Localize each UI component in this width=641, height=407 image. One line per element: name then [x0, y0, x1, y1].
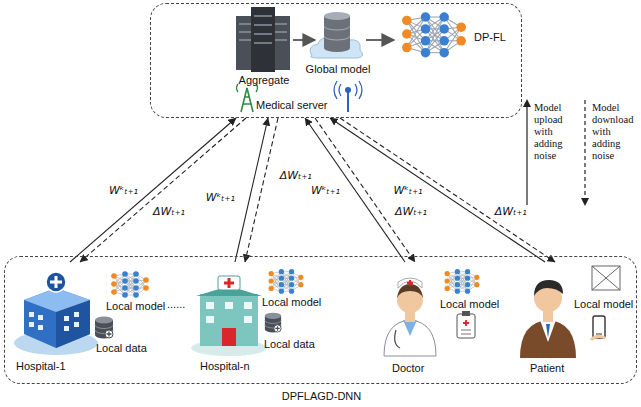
flow-arrow: [293, 39, 315, 41]
node-label: DPFLAGD-DNN: [5, 390, 638, 403]
upload-arrow: [305, 118, 405, 262]
group-region: DPFLAGD-DNNLocal modelLocal dataHospital…: [4, 256, 637, 384]
download-arrow: [245, 118, 278, 262]
entity-node: Local modelDoctor: [370, 262, 505, 378]
entity-node: Local modelLocal dataHospital-1: [10, 262, 170, 378]
flow-arrow: [366, 39, 394, 41]
node-label: Doctor: [392, 362, 424, 375]
legend-text: Model download with adding noise: [592, 102, 636, 162]
patient-figure: [520, 280, 576, 358]
node-label: DP-FL: [474, 31, 506, 44]
weight-label: ΔWₜ₊₁: [394, 205, 428, 218]
node-label: Local data: [96, 342, 147, 355]
neural-net-icon: [445, 269, 480, 294]
node-label: Global model: [300, 63, 376, 76]
hospital-icon: [191, 276, 267, 356]
weight-label: ΔWₜ₊₁: [279, 169, 313, 182]
group-region: Medical server AggregateGlobal model DP-FL: [150, 3, 522, 118]
weight-label: ΔWₜ₊₁: [152, 205, 186, 218]
neural-net-icon: [402, 12, 466, 57]
antenna-icon: [237, 84, 258, 112]
node-label: Hospital-n: [200, 360, 250, 373]
entity-node: Local modelLocal dataHospital-n: [185, 262, 323, 378]
ellipsis-note: ......: [167, 298, 185, 311]
hospital-icon: [14, 272, 98, 355]
node-label: Aggregate: [226, 74, 302, 87]
neural-net-icon: [269, 269, 304, 294]
entity-node: DP-FL: [472, 30, 514, 45]
node-label: Local model: [440, 298, 499, 311]
placeholder-image: [592, 266, 620, 290]
doctor-figure: [384, 278, 436, 356]
node-label: Medical server: [256, 99, 328, 112]
legend-sample: [580, 98, 590, 208]
entity-node: Global model: [300, 62, 376, 77]
weight-label: ΔWₜ₊₁: [494, 205, 528, 218]
download-arrow: [80, 118, 246, 262]
database-icon: [95, 317, 113, 339]
entity-node: Aggregate: [226, 73, 302, 88]
server-icon: [236, 7, 290, 72]
upload-arrow: [235, 118, 268, 262]
database-cloud-icon: [310, 12, 363, 58]
node-label: Local model: [574, 298, 633, 311]
node-label: Hospital-1: [16, 360, 66, 373]
node-label: Patient: [530, 362, 564, 375]
node-label: Local model: [106, 300, 165, 313]
upload-arrow: [70, 118, 236, 262]
node-label: Local data: [264, 338, 315, 351]
node-label: Local model: [262, 296, 321, 309]
legend-entry: Model upload with adding noise: [522, 98, 578, 208]
antenna-icon: [334, 81, 362, 112]
download-arrow: [340, 118, 555, 262]
database-icon: [265, 313, 281, 333]
legend-entry: Model download with adding noise: [580, 98, 636, 208]
weight-label: Wᵏₜ₊₁: [205, 191, 236, 204]
weight-label: Wᵏₜ₊₁: [108, 184, 139, 197]
upload-arrow: [330, 118, 545, 262]
entity-node: Local modelPatient: [510, 262, 635, 378]
legend-text: Model upload with adding noise: [534, 102, 578, 162]
phone-icon: [591, 316, 605, 340]
record-icon: [457, 311, 475, 338]
legend-sample: [522, 98, 532, 208]
weight-label: Wᵏₜ₊₁: [392, 184, 423, 197]
neural-net-icon: [111, 271, 149, 298]
weight-label: Wᵏₜ₊₁: [310, 184, 341, 197]
